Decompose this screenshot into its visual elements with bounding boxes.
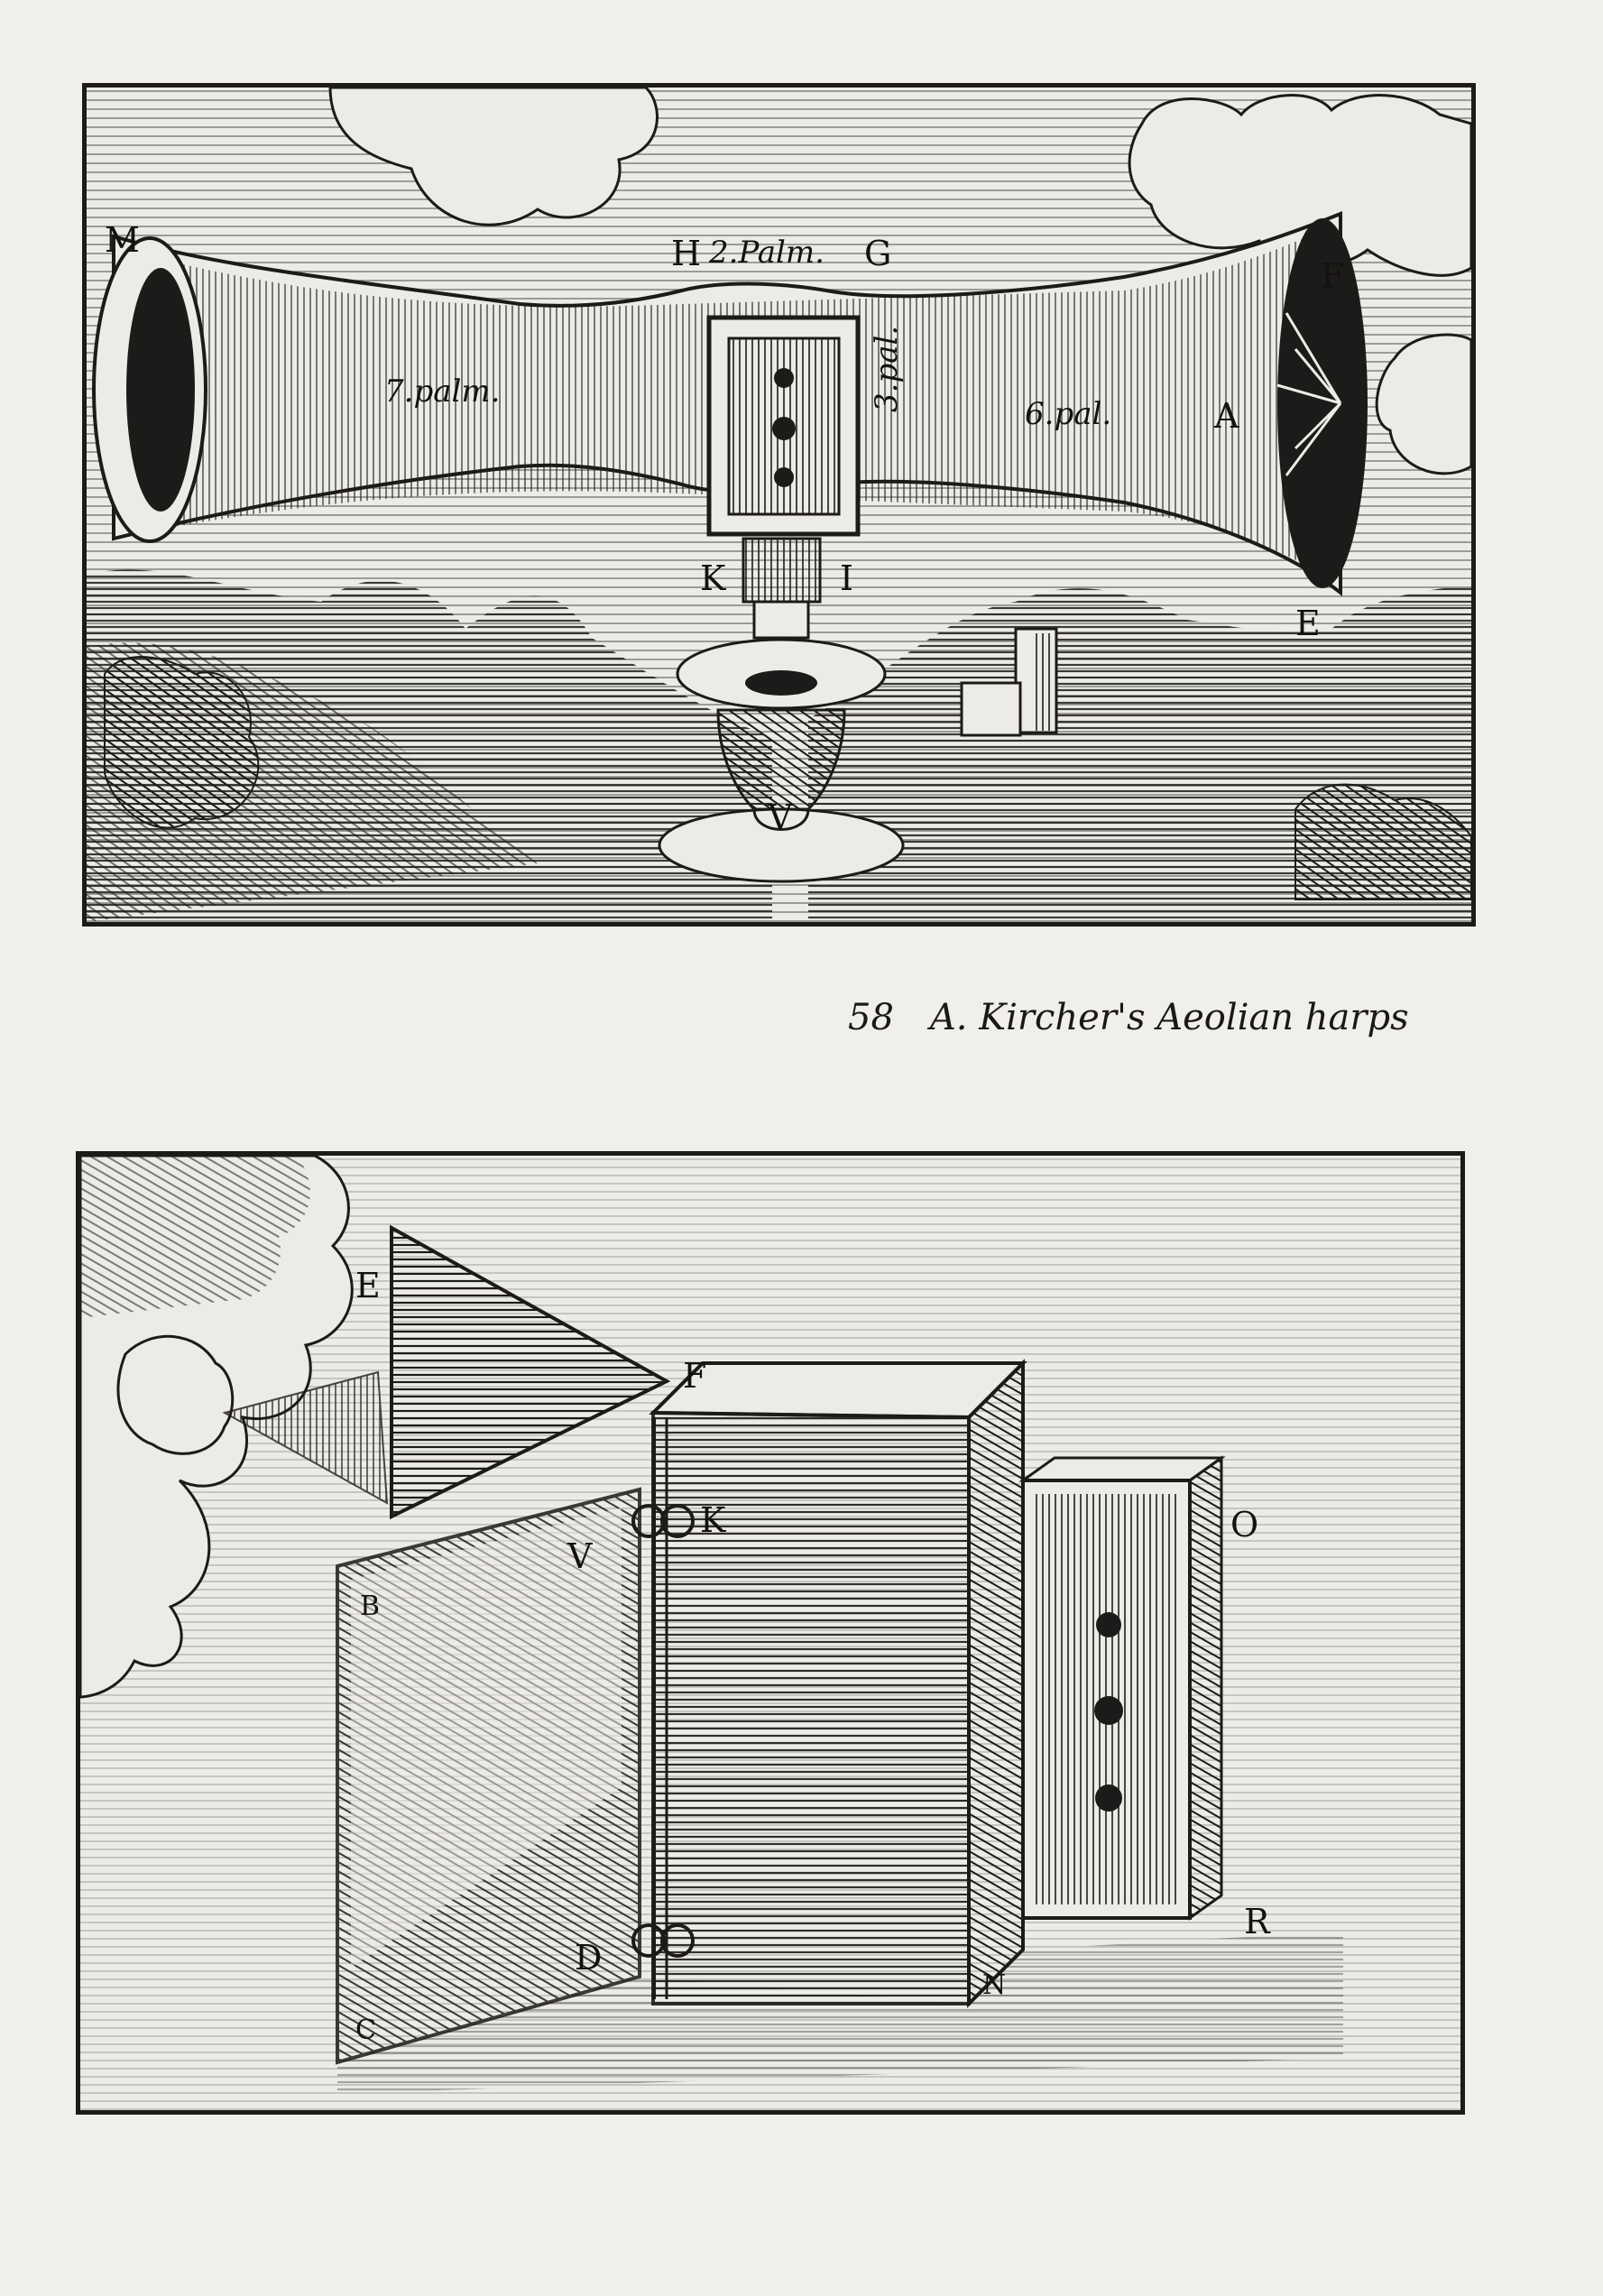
cloud-top-left	[328, 88, 659, 226]
bush-left	[104, 656, 260, 829]
label-V: V	[567, 1536, 593, 1576]
label-F: F	[683, 1356, 707, 1396]
label-3-pal: 3.pal.	[869, 325, 905, 412]
label-F: F	[1321, 256, 1345, 296]
harp-side	[1188, 1455, 1223, 1921]
tube-opening-left	[126, 268, 195, 512]
bush-right	[1294, 783, 1471, 900]
harp-hole	[774, 467, 794, 487]
label-A: A	[1214, 396, 1239, 436]
aeolian-tube-illustration	[87, 88, 1471, 922]
label-2-palm: 2.Palm.	[709, 235, 825, 271]
harp-hole	[774, 368, 794, 388]
figure-title: A. Kircher's Aeolian harps	[929, 997, 1409, 1038]
box-side	[967, 1359, 1025, 2008]
stem-joint	[752, 600, 810, 640]
label-O: O	[1230, 1505, 1259, 1544]
aeolian-box-illustration	[80, 1156, 1460, 2110]
hinge-ring-top-2	[660, 1504, 695, 1538]
figure-number: 58	[848, 997, 894, 1038]
label-E: E	[1295, 604, 1321, 643]
tower-shade	[1036, 633, 1054, 731]
flap-E	[390, 1224, 671, 1520]
floor-shadow	[337, 1932, 1343, 2094]
pedestal-foot	[752, 808, 810, 831]
wind-head-left	[116, 1334, 235, 1455]
label-B: B	[360, 1591, 381, 1622]
tube-opening-right	[1277, 218, 1368, 588]
door-highlight	[351, 1508, 622, 1968]
wind-head-right	[1375, 333, 1471, 475]
house	[960, 681, 1022, 737]
figure-caption: 58 A. Kircher's Aeolian harps	[848, 997, 1409, 1038]
label-G: G	[864, 234, 892, 273]
hinge-ring-bottom-2	[660, 1923, 695, 1958]
stem	[742, 537, 822, 604]
label-K: K	[700, 558, 726, 598]
wind-cone	[222, 1370, 389, 1505]
label-E: E	[355, 1266, 381, 1305]
label-V: V	[768, 798, 793, 837]
label-7-palm: 7.palm.	[384, 373, 501, 410]
cloud-top-right	[1128, 94, 1471, 277]
harp-hole	[1094, 1696, 1123, 1725]
box-top	[649, 1361, 1027, 1420]
label-K: K	[700, 1500, 726, 1540]
label-C: C	[355, 2015, 376, 2046]
label-6-pal: 6.pal.	[1025, 396, 1112, 432]
harp-hole	[1095, 1784, 1122, 1812]
label-I: I	[840, 558, 854, 598]
harp-top	[1018, 1456, 1226, 1482]
pedestal-hole	[745, 670, 817, 696]
harp-hole	[1096, 1612, 1121, 1637]
top-woodcut-plate: M H 2.Palm. G F 7.palm. 3.pal. 6.pal. A …	[82, 83, 1476, 927]
wind-rays-top	[1276, 312, 1342, 476]
label-H: H	[671, 234, 702, 273]
label-R: R	[1244, 1902, 1270, 1941]
harp-hole	[772, 417, 796, 440]
pedestal-base	[658, 807, 905, 883]
cloud-shade	[80, 1156, 310, 1318]
label-M: M	[105, 220, 140, 260]
label-N: N	[982, 1969, 1007, 2001]
label-D: D	[575, 1938, 603, 1978]
bottom-woodcut-plate: E F K V B O R D C N	[76, 1151, 1465, 2115]
